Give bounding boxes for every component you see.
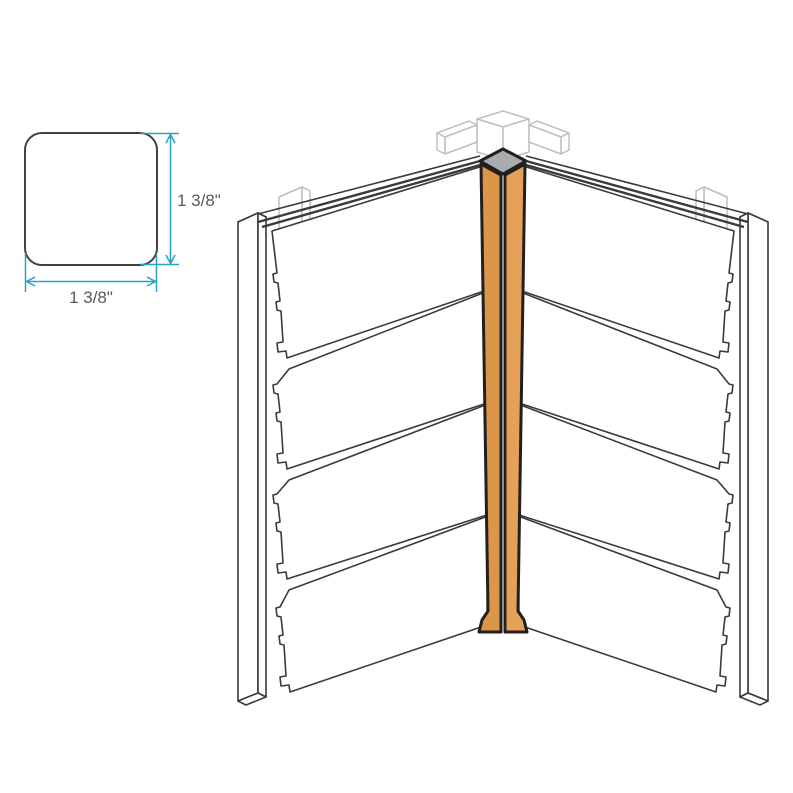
strip-front-face	[560, 132, 570, 155]
corner-post	[477, 147, 529, 634]
right-stud	[739, 212, 769, 706]
stud-front-face	[237, 212, 259, 702]
arrow-right-icon	[146, 276, 158, 287]
wall-top-edges-right	[525, 155, 749, 229]
stud-bottom-face	[237, 692, 267, 706]
left-wall	[271, 164, 491, 693]
right-wall	[515, 164, 735, 693]
siding-panel-l2	[272, 290, 491, 470]
furring-strip-inner-right	[528, 120, 570, 155]
corner-post-left-face	[477, 162, 503, 634]
post-top-cap	[478, 147, 528, 176]
cross-section-dimensions: 1 3/8" 1 3/8"	[24, 132, 221, 307]
height-dimension	[140, 132, 179, 266]
wall-top-edges-left	[257, 155, 481, 229]
siding-panel-r4	[517, 515, 731, 693]
strip-front-face	[436, 132, 446, 155]
siding-panel-l3	[272, 403, 491, 580]
arrow-left-icon	[24, 276, 36, 287]
stud-bottom-face	[739, 692, 769, 706]
siding-panel-r1	[515, 164, 735, 359]
strip-side-face	[528, 124, 562, 155]
corner-illustration	[237, 110, 769, 706]
siding-panel-l1	[271, 164, 491, 359]
strip-side-face	[444, 124, 478, 155]
left-stud	[237, 212, 267, 706]
stud-front-face	[747, 212, 769, 702]
profile-square	[24, 132, 158, 266]
width-dimension	[24, 253, 158, 292]
arrow-up-icon	[165, 132, 176, 144]
corner-post-right-face	[503, 162, 529, 634]
siding-panel-l4	[275, 515, 489, 693]
arrow-down-icon	[165, 254, 176, 266]
stud-side-face	[739, 212, 749, 698]
width-dimension-label: 1 3/8"	[69, 288, 113, 307]
siding-panel-r2	[515, 290, 734, 470]
furring-strip-inner-left	[436, 120, 478, 155]
height-dimension-label: 1 3/8"	[177, 191, 221, 210]
stud-side-face	[257, 212, 267, 698]
siding-panel-r3	[515, 403, 734, 580]
